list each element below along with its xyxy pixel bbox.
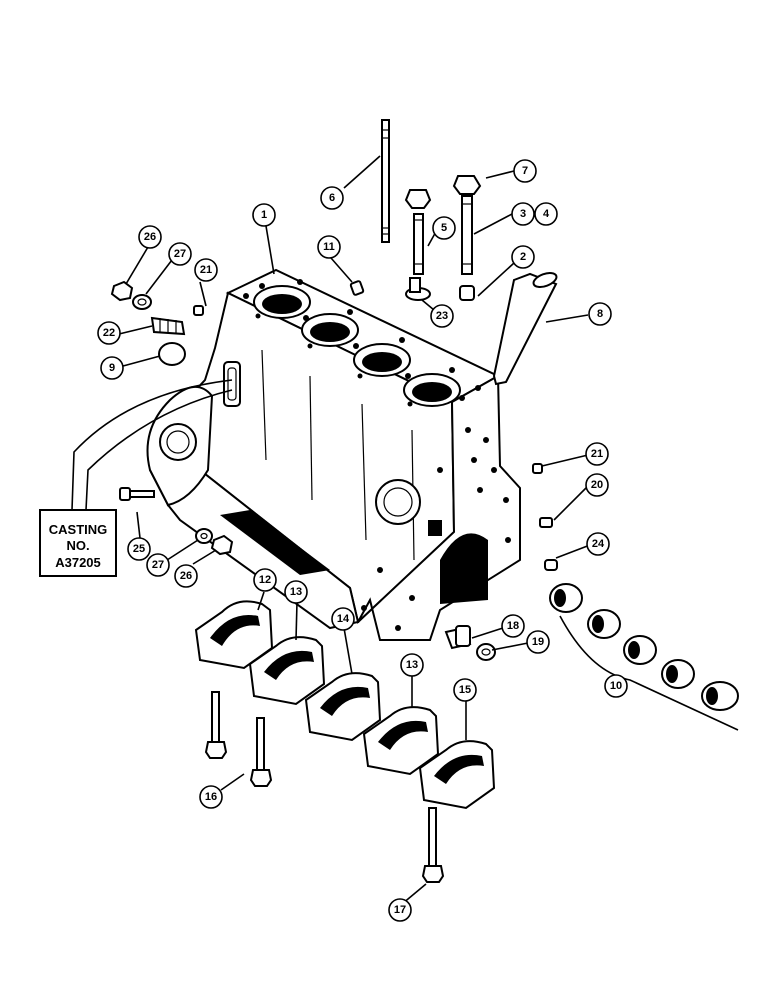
svg-text:27: 27 xyxy=(174,248,186,260)
bearing-cap-14 xyxy=(304,672,382,742)
callout-13-a: 13 xyxy=(284,580,308,604)
callout-16: 16 xyxy=(199,785,223,809)
callout-4: 4 xyxy=(534,202,558,226)
leader-lines xyxy=(118,155,615,905)
plug-20 xyxy=(539,517,553,528)
plug-18 xyxy=(444,625,472,650)
svg-text:11: 11 xyxy=(323,241,335,253)
callout-24: 24 xyxy=(586,532,610,556)
callout-27-top: 27 xyxy=(168,242,192,266)
callout-21-right: 21 xyxy=(585,442,609,466)
svg-text:8: 8 xyxy=(597,308,603,320)
callout-13-b: 13 xyxy=(400,653,424,677)
dowel-24 xyxy=(544,559,558,571)
callout-3: 3 xyxy=(511,202,535,226)
nut-26-top xyxy=(110,280,134,302)
svg-text:12: 12 xyxy=(259,574,271,586)
svg-text:9: 9 xyxy=(109,362,115,374)
bolt-25 xyxy=(119,487,155,501)
callout-26-top: 26 xyxy=(138,225,162,249)
callout-17: 17 xyxy=(388,898,412,922)
bearing-cap-13-a xyxy=(248,636,326,706)
bearing-cap-15 xyxy=(418,740,496,810)
svg-text:22: 22 xyxy=(103,327,115,339)
svg-text:13: 13 xyxy=(290,586,302,598)
callout-12: 12 xyxy=(253,568,277,592)
callout-1: 1 xyxy=(252,203,276,227)
callout-15: 15 xyxy=(453,678,477,702)
svg-text:19: 19 xyxy=(532,636,544,648)
callout-22: 22 xyxy=(97,321,121,345)
stud-long xyxy=(381,119,390,243)
bearing-cap-12 xyxy=(194,600,274,670)
callout-21-top: 21 xyxy=(194,258,218,282)
cylinder-block xyxy=(146,268,521,641)
svg-text:13: 13 xyxy=(406,659,418,671)
svg-text:27: 27 xyxy=(152,559,164,571)
svg-text:26: 26 xyxy=(144,231,156,243)
svg-text:20: 20 xyxy=(591,479,603,491)
callout-11: 11 xyxy=(317,235,341,259)
svg-text:3: 3 xyxy=(520,208,526,220)
svg-text:24: 24 xyxy=(592,538,605,550)
svg-text:15: 15 xyxy=(459,684,471,696)
plug-21-top xyxy=(193,305,204,316)
fitting-23 xyxy=(405,277,431,301)
plug-9 xyxy=(158,342,186,366)
washer-27-top xyxy=(132,294,152,310)
svg-text:17: 17 xyxy=(394,904,406,916)
svg-text:5: 5 xyxy=(441,222,447,234)
bearing-shells xyxy=(549,583,739,731)
stud-medium xyxy=(404,189,432,275)
callout-14: 14 xyxy=(331,607,355,631)
svg-text:23: 23 xyxy=(436,310,448,322)
svg-text:6: 6 xyxy=(329,192,335,204)
casting-number-box: CASTING NO. A37205 xyxy=(39,509,117,577)
svg-text:7: 7 xyxy=(522,165,528,177)
svg-text:21: 21 xyxy=(591,448,603,460)
callout-9: 9 xyxy=(100,356,124,380)
callout-6: 6 xyxy=(320,186,344,210)
callout-27-lower: 27 xyxy=(146,553,170,577)
svg-text:21: 21 xyxy=(200,264,212,276)
callout-7: 7 xyxy=(513,159,537,183)
bearing-cap-13-b xyxy=(362,706,440,776)
callout-10: 10 xyxy=(604,674,628,698)
svg-text:26: 26 xyxy=(180,570,192,582)
svg-text:18: 18 xyxy=(507,620,519,632)
tube-part xyxy=(492,272,558,386)
casting-line-2: NO. xyxy=(66,538,89,553)
casting-line-1: CASTING xyxy=(49,522,108,537)
callout-19: 19 xyxy=(526,630,550,654)
callout-5: 5 xyxy=(432,216,456,240)
callout-8: 8 xyxy=(588,302,612,326)
casting-line-3: A37205 xyxy=(55,555,101,570)
svg-text:25: 25 xyxy=(133,543,145,555)
nut-26-lower xyxy=(210,534,234,556)
bolt-16-a xyxy=(204,691,228,759)
plug-11 xyxy=(349,280,365,296)
svg-text:1: 1 xyxy=(261,209,267,221)
svg-text:14: 14 xyxy=(337,613,350,625)
callout-23: 23 xyxy=(430,304,454,328)
svg-text:10: 10 xyxy=(610,680,622,692)
stud-with-nut xyxy=(452,175,482,301)
svg-text:2: 2 xyxy=(520,251,526,263)
callout-2: 2 xyxy=(511,245,535,269)
svg-text:4: 4 xyxy=(543,208,550,220)
bolt-17 xyxy=(421,807,445,883)
svg-text:16: 16 xyxy=(205,791,217,803)
callout-20: 20 xyxy=(585,473,609,497)
plug-21-right xyxy=(532,463,543,474)
bolt-16-b xyxy=(249,717,273,787)
callout-25: 25 xyxy=(127,537,151,561)
washer-27-lower xyxy=(195,528,213,544)
stud-22 xyxy=(150,316,186,336)
washer-19 xyxy=(476,643,496,661)
callout-18: 18 xyxy=(501,614,525,638)
callout-26-lower: 26 xyxy=(174,564,198,588)
